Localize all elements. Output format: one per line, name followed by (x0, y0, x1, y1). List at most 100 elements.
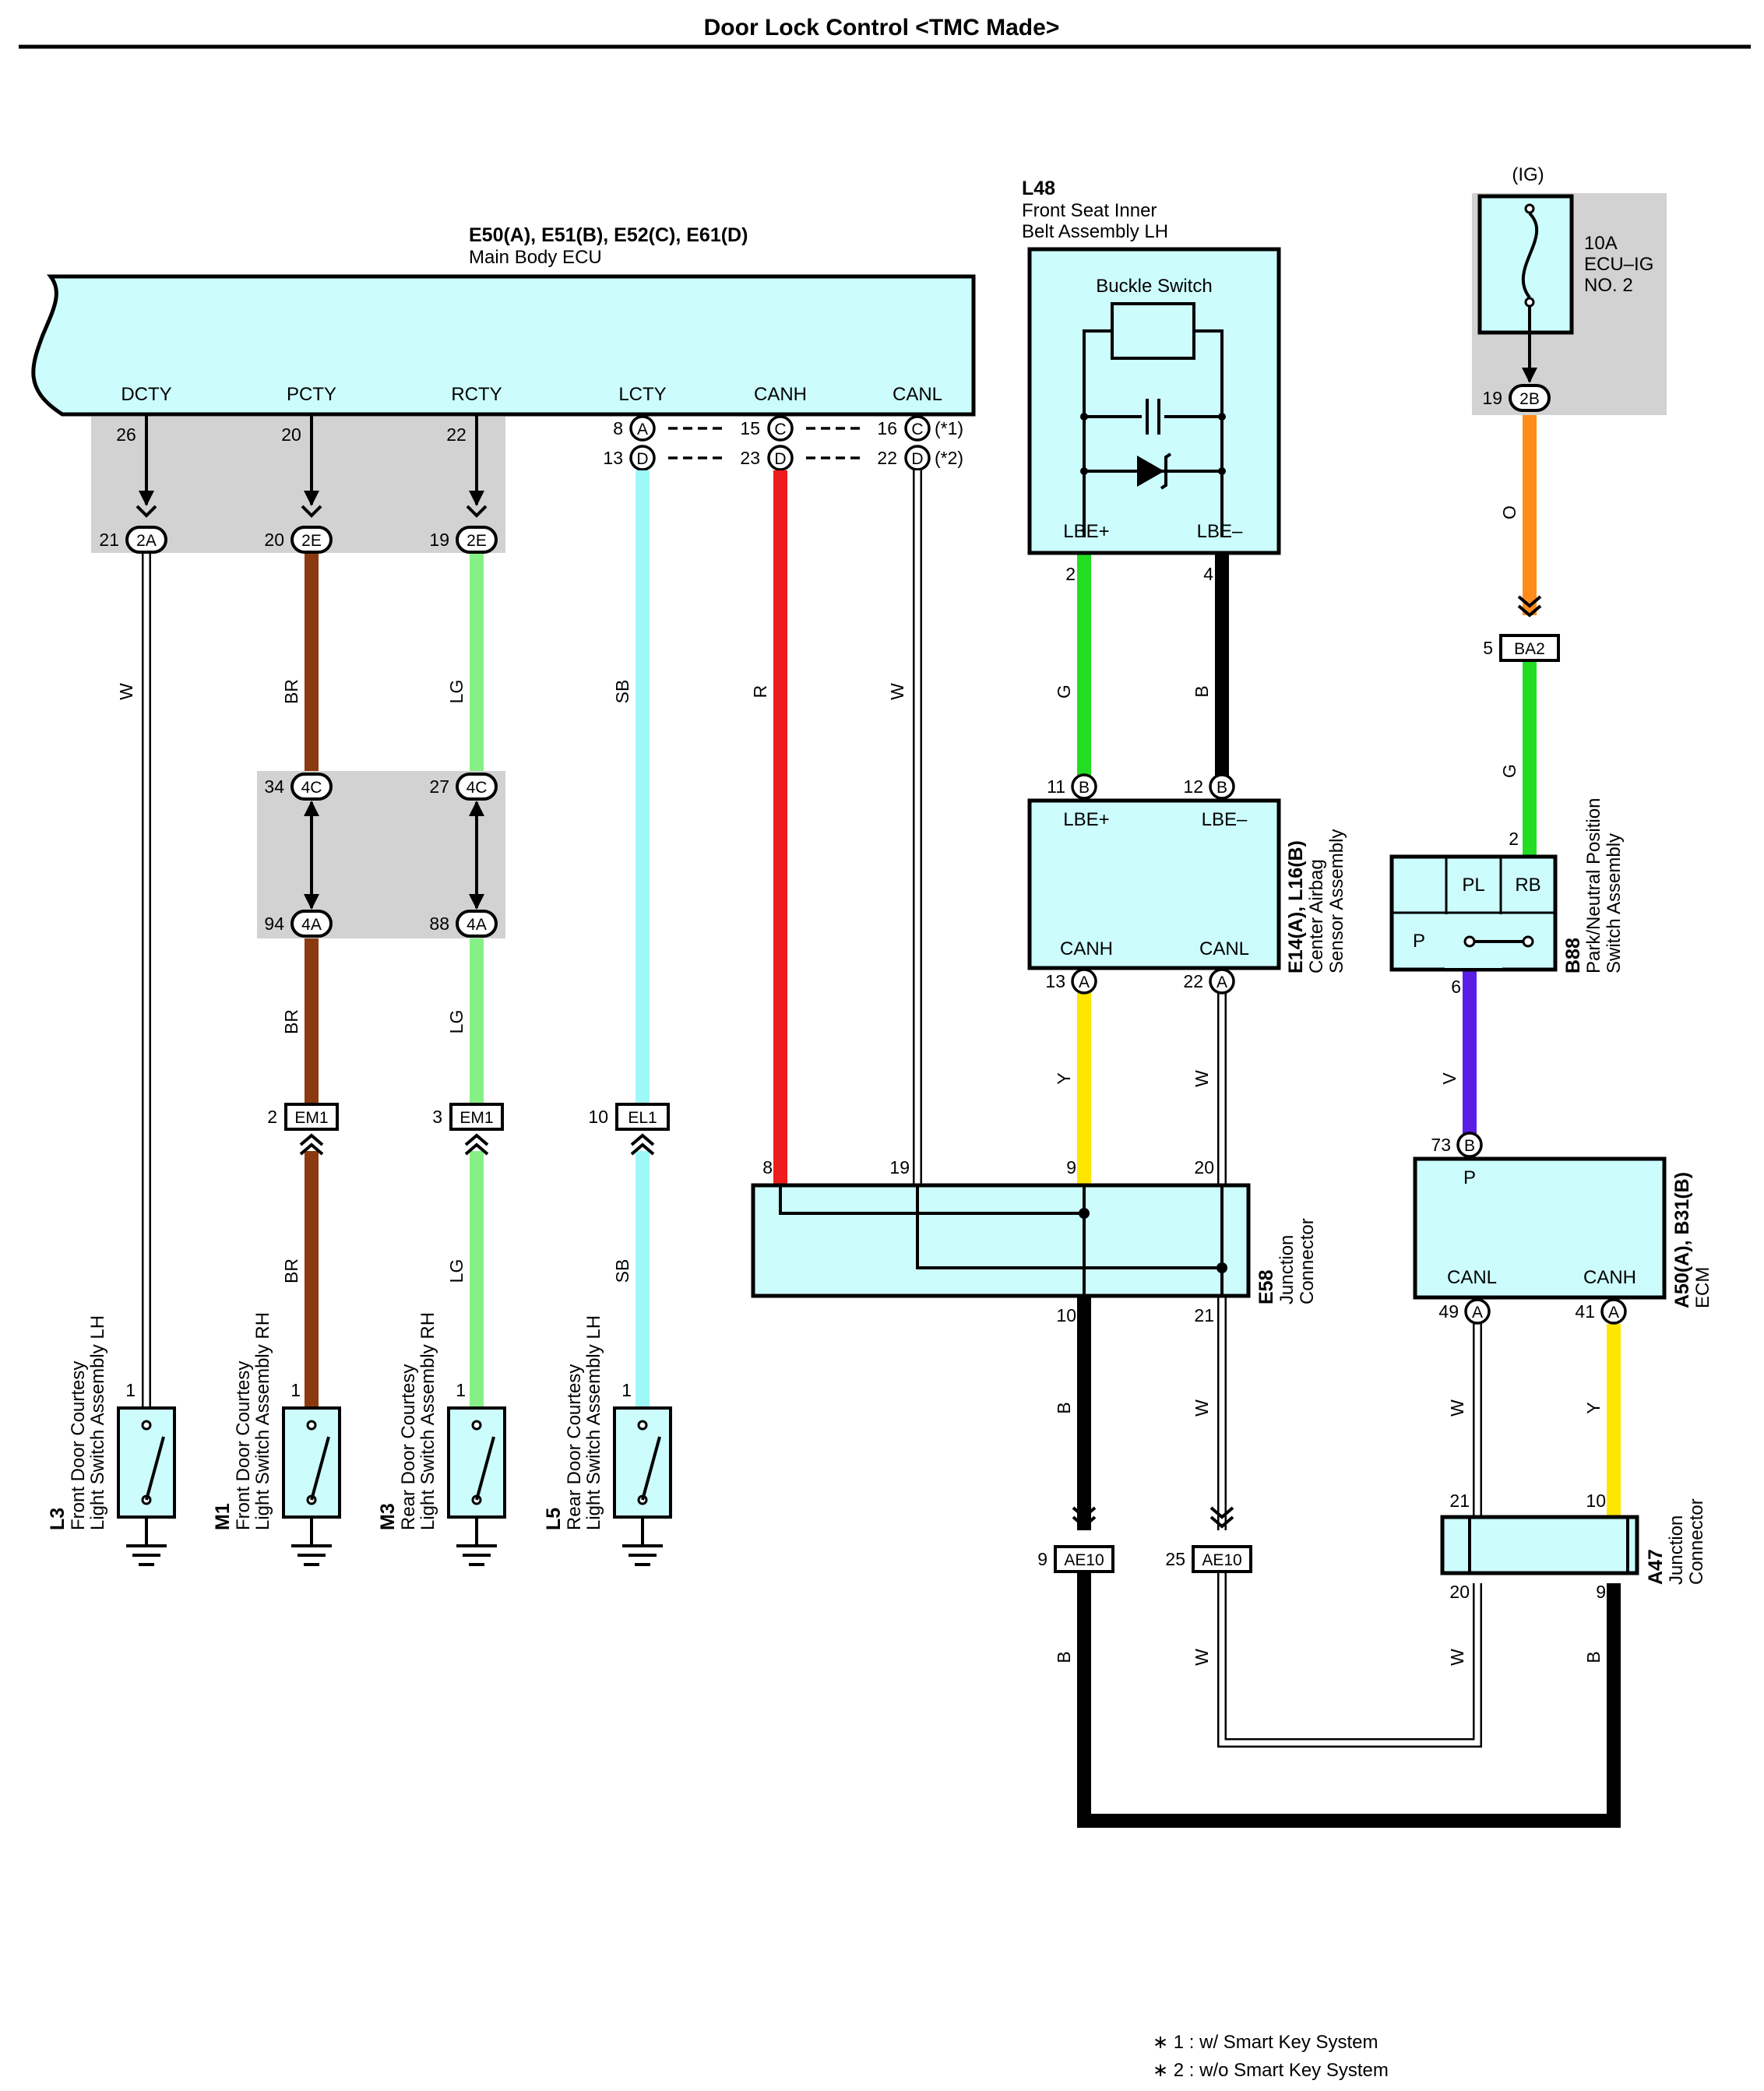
switch-m1: 1 M1 Front Door Courtesy Light Switch As… (212, 1312, 341, 1566)
code-lcty-1: SB (612, 680, 632, 704)
e58-pin-20: 20 (1194, 1157, 1214, 1178)
airbag-pin-22: 22 (1183, 971, 1203, 991)
fuse-ig: (IG) (1512, 164, 1544, 185)
l48-code: L48 (1022, 178, 1055, 199)
airbag-pin-13: 13 (1045, 971, 1065, 991)
main-ecu-code: E50(A), E51(B), E52(C), E61(D) (469, 224, 748, 246)
l5-code: L5 (543, 1508, 565, 1530)
code-dcty: W (116, 683, 136, 700)
main-body-ecu: E50(A), E51(B), E52(C), E61(D) Main Body… (31, 224, 976, 417)
pin-2b: 19 (1482, 388, 1502, 408)
conn-lcty-a: A (637, 421, 648, 438)
code-e58-w: W (1192, 1399, 1212, 1417)
oval-connectors: 2A 21 2E 20 2E 19 4C 34 4C 27 4A 94 4A 8… (99, 384, 1551, 938)
code-lbe-plus: G (1054, 685, 1074, 699)
a47-pin-9: 9 (1596, 1582, 1606, 1602)
code-canh: R (750, 685, 770, 699)
a47-pin-10: 10 (1586, 1491, 1606, 1511)
pin-m3: 1 (456, 1380, 466, 1400)
pin-2a: 21 (99, 530, 119, 550)
ecm-pin-49: 49 (1438, 1301, 1459, 1322)
switch-l5: 1 L5 Rear Door Courtesy Light Switch Ass… (543, 1315, 672, 1566)
terminal-pcty: PCTY (287, 384, 336, 405)
l48-lbe-plus: LBE+ (1063, 521, 1109, 542)
ecm-canh: CANH (1583, 1267, 1636, 1288)
note-ref-1: (*1) (935, 418, 963, 438)
pin-4c-r: 27 (429, 776, 449, 797)
airbag-line2: Sensor Assembly (1326, 829, 1347, 973)
conn-2e-r: 2E (467, 532, 487, 550)
inline-connectors: EM1 2 EM1 3 EL1 10 AE10 9 AE10 25 BA2 5 (267, 595, 1560, 1573)
conn-em1-p: EM1 (294, 1109, 328, 1127)
code-ecm-canl: W (1447, 1399, 1467, 1417)
conn-canl-c: C (911, 421, 923, 438)
l5-line2: Light Switch Assembly LH (583, 1315, 604, 1530)
conn-4c-p: 4C (301, 779, 322, 797)
conn-ba2: BA2 (1514, 640, 1545, 658)
l48-line1: Front Seat Inner (1022, 200, 1157, 221)
pin-rcty: 22 (446, 424, 467, 445)
wire-e58-w (1217, 1297, 1482, 1748)
b88-pin-6: 6 (1451, 977, 1461, 997)
m3-line2: Light Switch Assembly RH (417, 1312, 438, 1530)
l48-pin-4: 4 (1203, 564, 1213, 584)
switch-m3: 1 M3 Rear Door Courtesy Light Switch Ass… (377, 1312, 506, 1566)
b88-pin-2: 2 (1509, 829, 1519, 849)
e58-pin-8: 8 (762, 1157, 773, 1178)
pin-lcty-a: 8 (613, 418, 623, 438)
conn-el1: EL1 (628, 1109, 657, 1127)
airbag-pin-11: 11 (1047, 776, 1065, 797)
m1-line1: Front Door Courtesy (233, 1361, 254, 1530)
code-ig: O (1499, 505, 1519, 519)
a47-pin-20: 20 (1449, 1582, 1470, 1602)
airbag-pin-12: 12 (1183, 776, 1203, 797)
code-canl: W (887, 683, 907, 700)
b88-line1: Park/Neutral Position (1583, 798, 1604, 973)
e58-pin-10: 10 (1056, 1305, 1076, 1325)
conn-em1-r: EM1 (459, 1109, 493, 1127)
pin-4a-p: 94 (264, 913, 284, 934)
code-rcty-1: LG (446, 680, 467, 704)
e58-line1: Junction (1276, 1235, 1297, 1304)
airbag-conn-a1: A (1079, 973, 1090, 991)
wires (142, 415, 1621, 1828)
conn-canh-c: C (774, 421, 786, 438)
pin-ba2: 5 (1483, 638, 1493, 658)
terminal-rcty: RCTY (451, 384, 502, 405)
pin-4c-p: 34 (264, 776, 284, 797)
pin-l3: 1 (125, 1380, 136, 1400)
conn-canh-d: D (774, 450, 786, 468)
conn-ae10-b: AE10 (1064, 1551, 1104, 1569)
airbag-conn-a2: A (1216, 973, 1227, 991)
a47-code: A47 (1645, 1549, 1667, 1585)
l5-line1: Rear Door Courtesy (564, 1364, 585, 1530)
wire-codes: W BR LG SB R W BR LG BR LG SB G B Y W B … (116, 505, 1604, 1666)
pin-4a-r: 88 (429, 913, 449, 934)
fuse-line1: 10A (1584, 233, 1618, 254)
pin-canl-c: 16 (877, 418, 897, 438)
l48-pin-2: 2 (1065, 564, 1076, 584)
ecm-code: A50(A), B31(B) (1671, 1172, 1693, 1308)
airbag-line1: Center Airbag (1306, 859, 1327, 973)
wire-b-loop (1077, 1573, 1621, 1828)
footnotes: ∗ 1 : w/ Smart Key System ∗ 2 : w/o Smar… (1153, 2032, 1389, 2081)
code-a47-b: B (1583, 1651, 1604, 1663)
ecm-pin-41: 41 (1575, 1301, 1595, 1322)
ecm-conn-b: B (1464, 1137, 1475, 1155)
e58-line2: Connector (1297, 1218, 1318, 1304)
pin-el1: 10 (588, 1107, 608, 1127)
ecm-name: ECM (1692, 1267, 1713, 1308)
fuse-line3: NO. 2 (1584, 275, 1633, 296)
pin-canh-c: 15 (740, 418, 760, 438)
conn-4c-r: 4C (467, 779, 488, 797)
pin-l5: 1 (621, 1380, 632, 1400)
terminal-dcty: DCTY (121, 384, 171, 405)
airbag-lbe-plus: LBE+ (1063, 809, 1109, 830)
pin-ae10-b: 9 (1037, 1549, 1047, 1569)
conn-ae10-w: AE10 (1202, 1551, 1241, 1569)
pin-2e-r: 19 (429, 530, 449, 550)
l48-belt-assembly: L48 Front Seat Inner Belt Assembly LH Bu… (1022, 178, 1281, 584)
code-airbag-canh: Y (1054, 1072, 1074, 1084)
note-1: ∗ 1 : w/ Smart Key System (1153, 2032, 1378, 2053)
